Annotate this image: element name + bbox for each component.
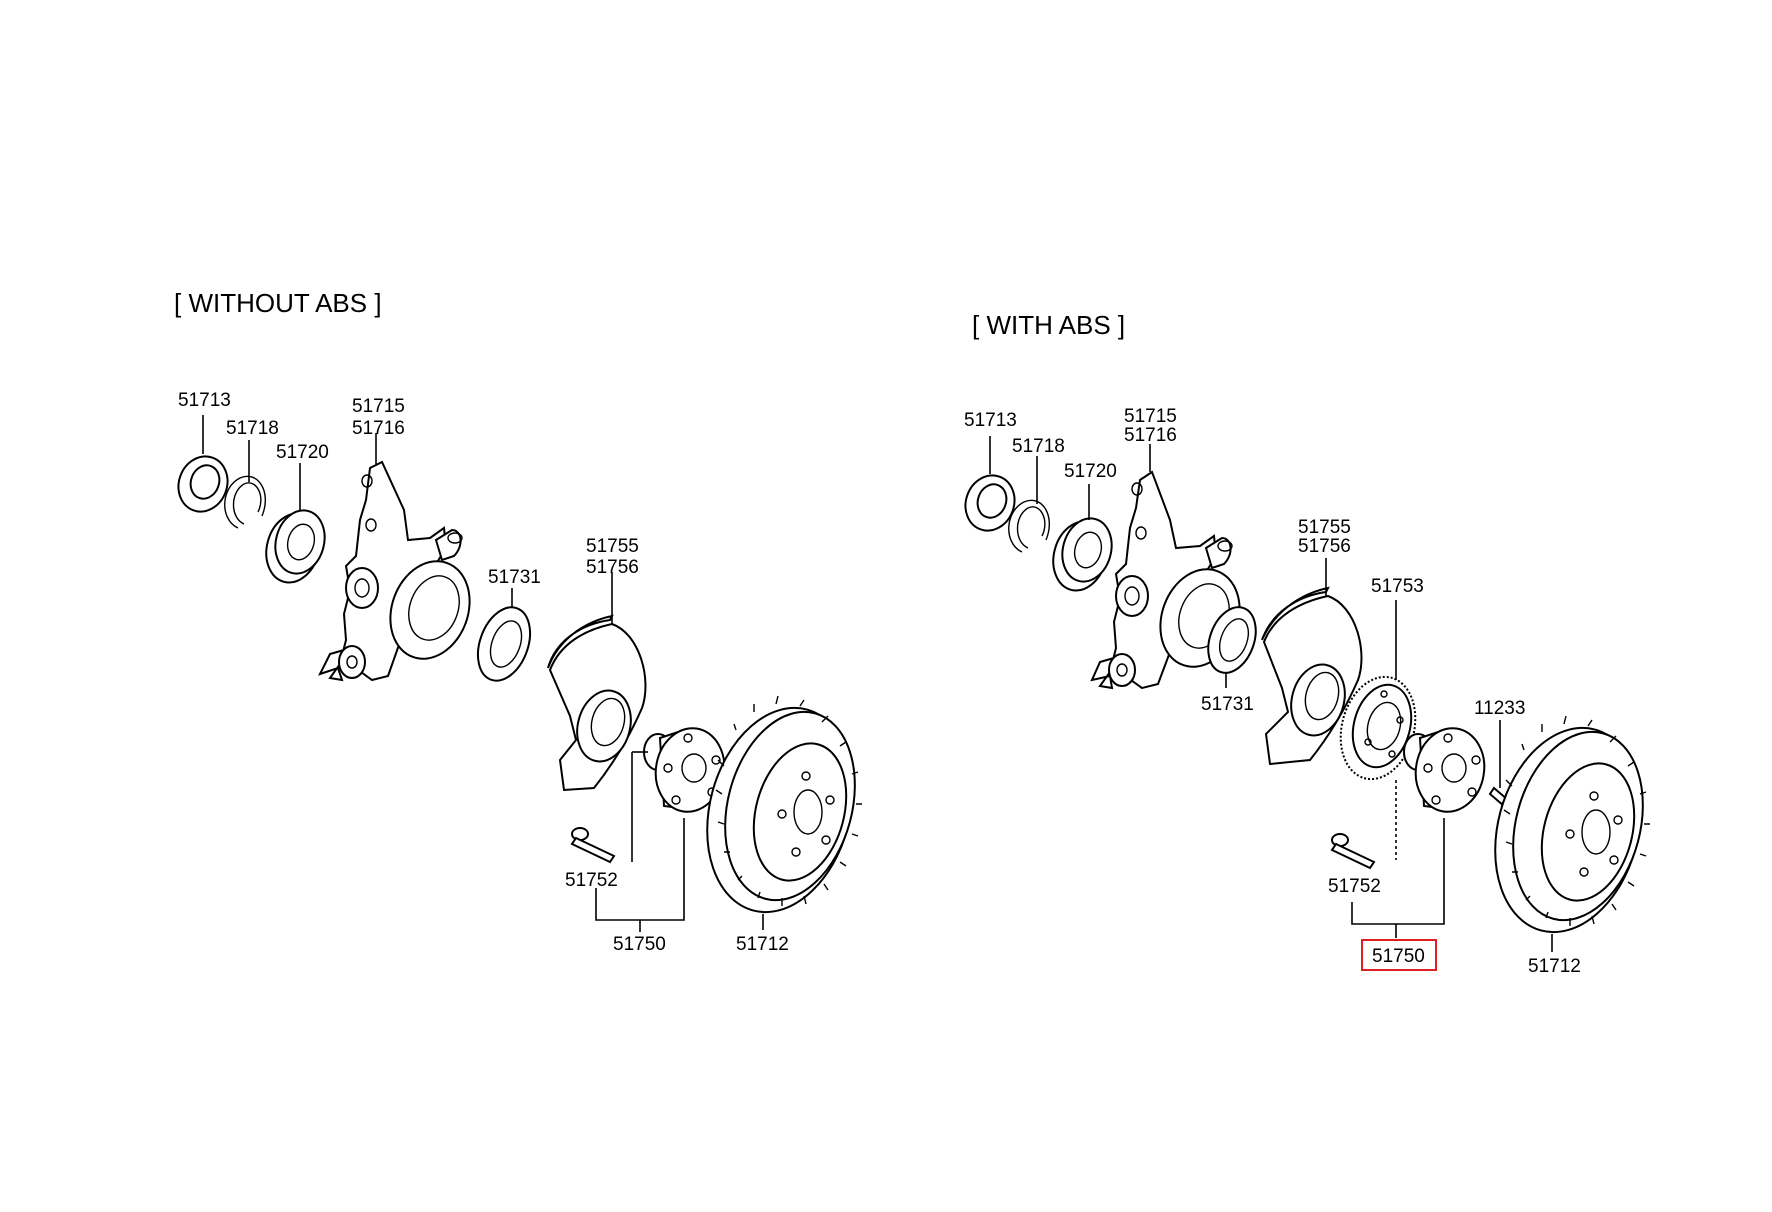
part-abs-tone-wheel[interactable]: [1330, 668, 1426, 787]
callout-label: 51712: [736, 934, 789, 955]
part-steering-knuckle[interactable]: [318, 460, 483, 682]
callout-label: 51713: [178, 390, 231, 411]
callout-label: 51716: [352, 418, 405, 439]
part-hub-bolt[interactable]: [570, 827, 616, 864]
callout-label: 51750: [613, 934, 666, 955]
heading-with-abs: [ WITH ABS ]: [972, 310, 1125, 340]
part-oil-seal[interactable]: [958, 468, 1022, 537]
callout-label: 51718: [226, 418, 279, 439]
callout-label: 51752: [1328, 876, 1381, 897]
callout-label: 51756: [586, 557, 639, 578]
diagram-with-abs: 51713 51718 51720: [958, 406, 1662, 977]
callout-label: 51712: [1528, 956, 1581, 977]
callout-label: 51715: [352, 396, 405, 417]
callout-label: 51720: [1064, 461, 1117, 482]
callout-label: 51752: [565, 870, 618, 891]
part-wheel-hub[interactable]: [1403, 723, 1491, 818]
callout-label: 51731: [1201, 694, 1254, 715]
part-snap-ring[interactable]: [224, 475, 267, 529]
part-hub-bolt[interactable]: [1330, 833, 1376, 870]
diagram-without-abs: 51713 51718 51720: [171, 390, 874, 955]
callout-label: 51713: [964, 410, 1017, 431]
callout-label-highlighted[interactable]: 51750: [1372, 946, 1425, 967]
callout-label: 51720: [276, 442, 329, 463]
part-oil-seal[interactable]: [171, 449, 235, 518]
callout-label: 51718: [1012, 436, 1065, 457]
part-snap-ring[interactable]: [1008, 499, 1051, 553]
part-dust-seal[interactable]: [1200, 601, 1265, 680]
callout-label: 51755: [586, 536, 639, 557]
callout-label: 51731: [488, 567, 541, 588]
callout-label: 51715: [1124, 406, 1177, 427]
callout-label: 51755: [1298, 517, 1351, 538]
part-dust-cover[interactable]: [547, 614, 647, 792]
part-brake-disc[interactable]: [1473, 711, 1662, 948]
callout-label: 51716: [1124, 425, 1177, 446]
heading-without-abs: [ WITHOUT ABS ]: [174, 288, 382, 318]
part-dust-seal[interactable]: [468, 600, 539, 688]
callout-label: 51753: [1371, 576, 1424, 597]
part-dust-cover[interactable]: [1261, 586, 1363, 766]
highlight-box: [1361, 939, 1437, 971]
part-bearing[interactable]: [259, 505, 332, 589]
callout-label: 11233: [1474, 698, 1525, 719]
callout-label: 51756: [1298, 536, 1351, 557]
part-brake-disc[interactable]: [685, 691, 874, 928]
part-bearing[interactable]: [1046, 513, 1119, 597]
